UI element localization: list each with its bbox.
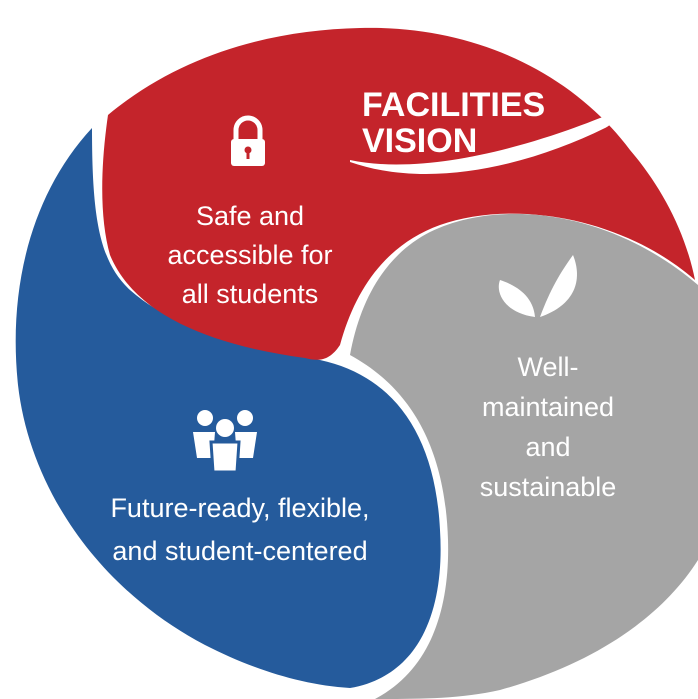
maintained-label-line-1: Well- (517, 352, 578, 382)
title-swoosh (350, 117, 612, 174)
safe-label-line-1: Safe and (196, 201, 304, 231)
leaf-icon (498, 255, 577, 317)
title-line-2: VISION (362, 122, 477, 160)
segment-grey-maintained (350, 213, 698, 699)
segment-red-safe (102, 27, 695, 360)
safe-label-line-2: accessible for (167, 240, 332, 270)
segment-blue-future-ready (15, 128, 441, 688)
lock-icon (231, 115, 265, 166)
people-icon (193, 410, 257, 474)
title-line-1: FACILITIES (362, 86, 545, 124)
future-label-line-1: Future-ready, flexible, (110, 493, 369, 523)
safe-label-line-3: all students (182, 279, 319, 309)
future-label-line-2: and student-centered (112, 536, 367, 566)
maintained-label-line-2: maintained (482, 392, 614, 422)
maintained-label-line-3: and (525, 432, 570, 462)
maintained-label-line-4: sustainable (480, 472, 617, 502)
